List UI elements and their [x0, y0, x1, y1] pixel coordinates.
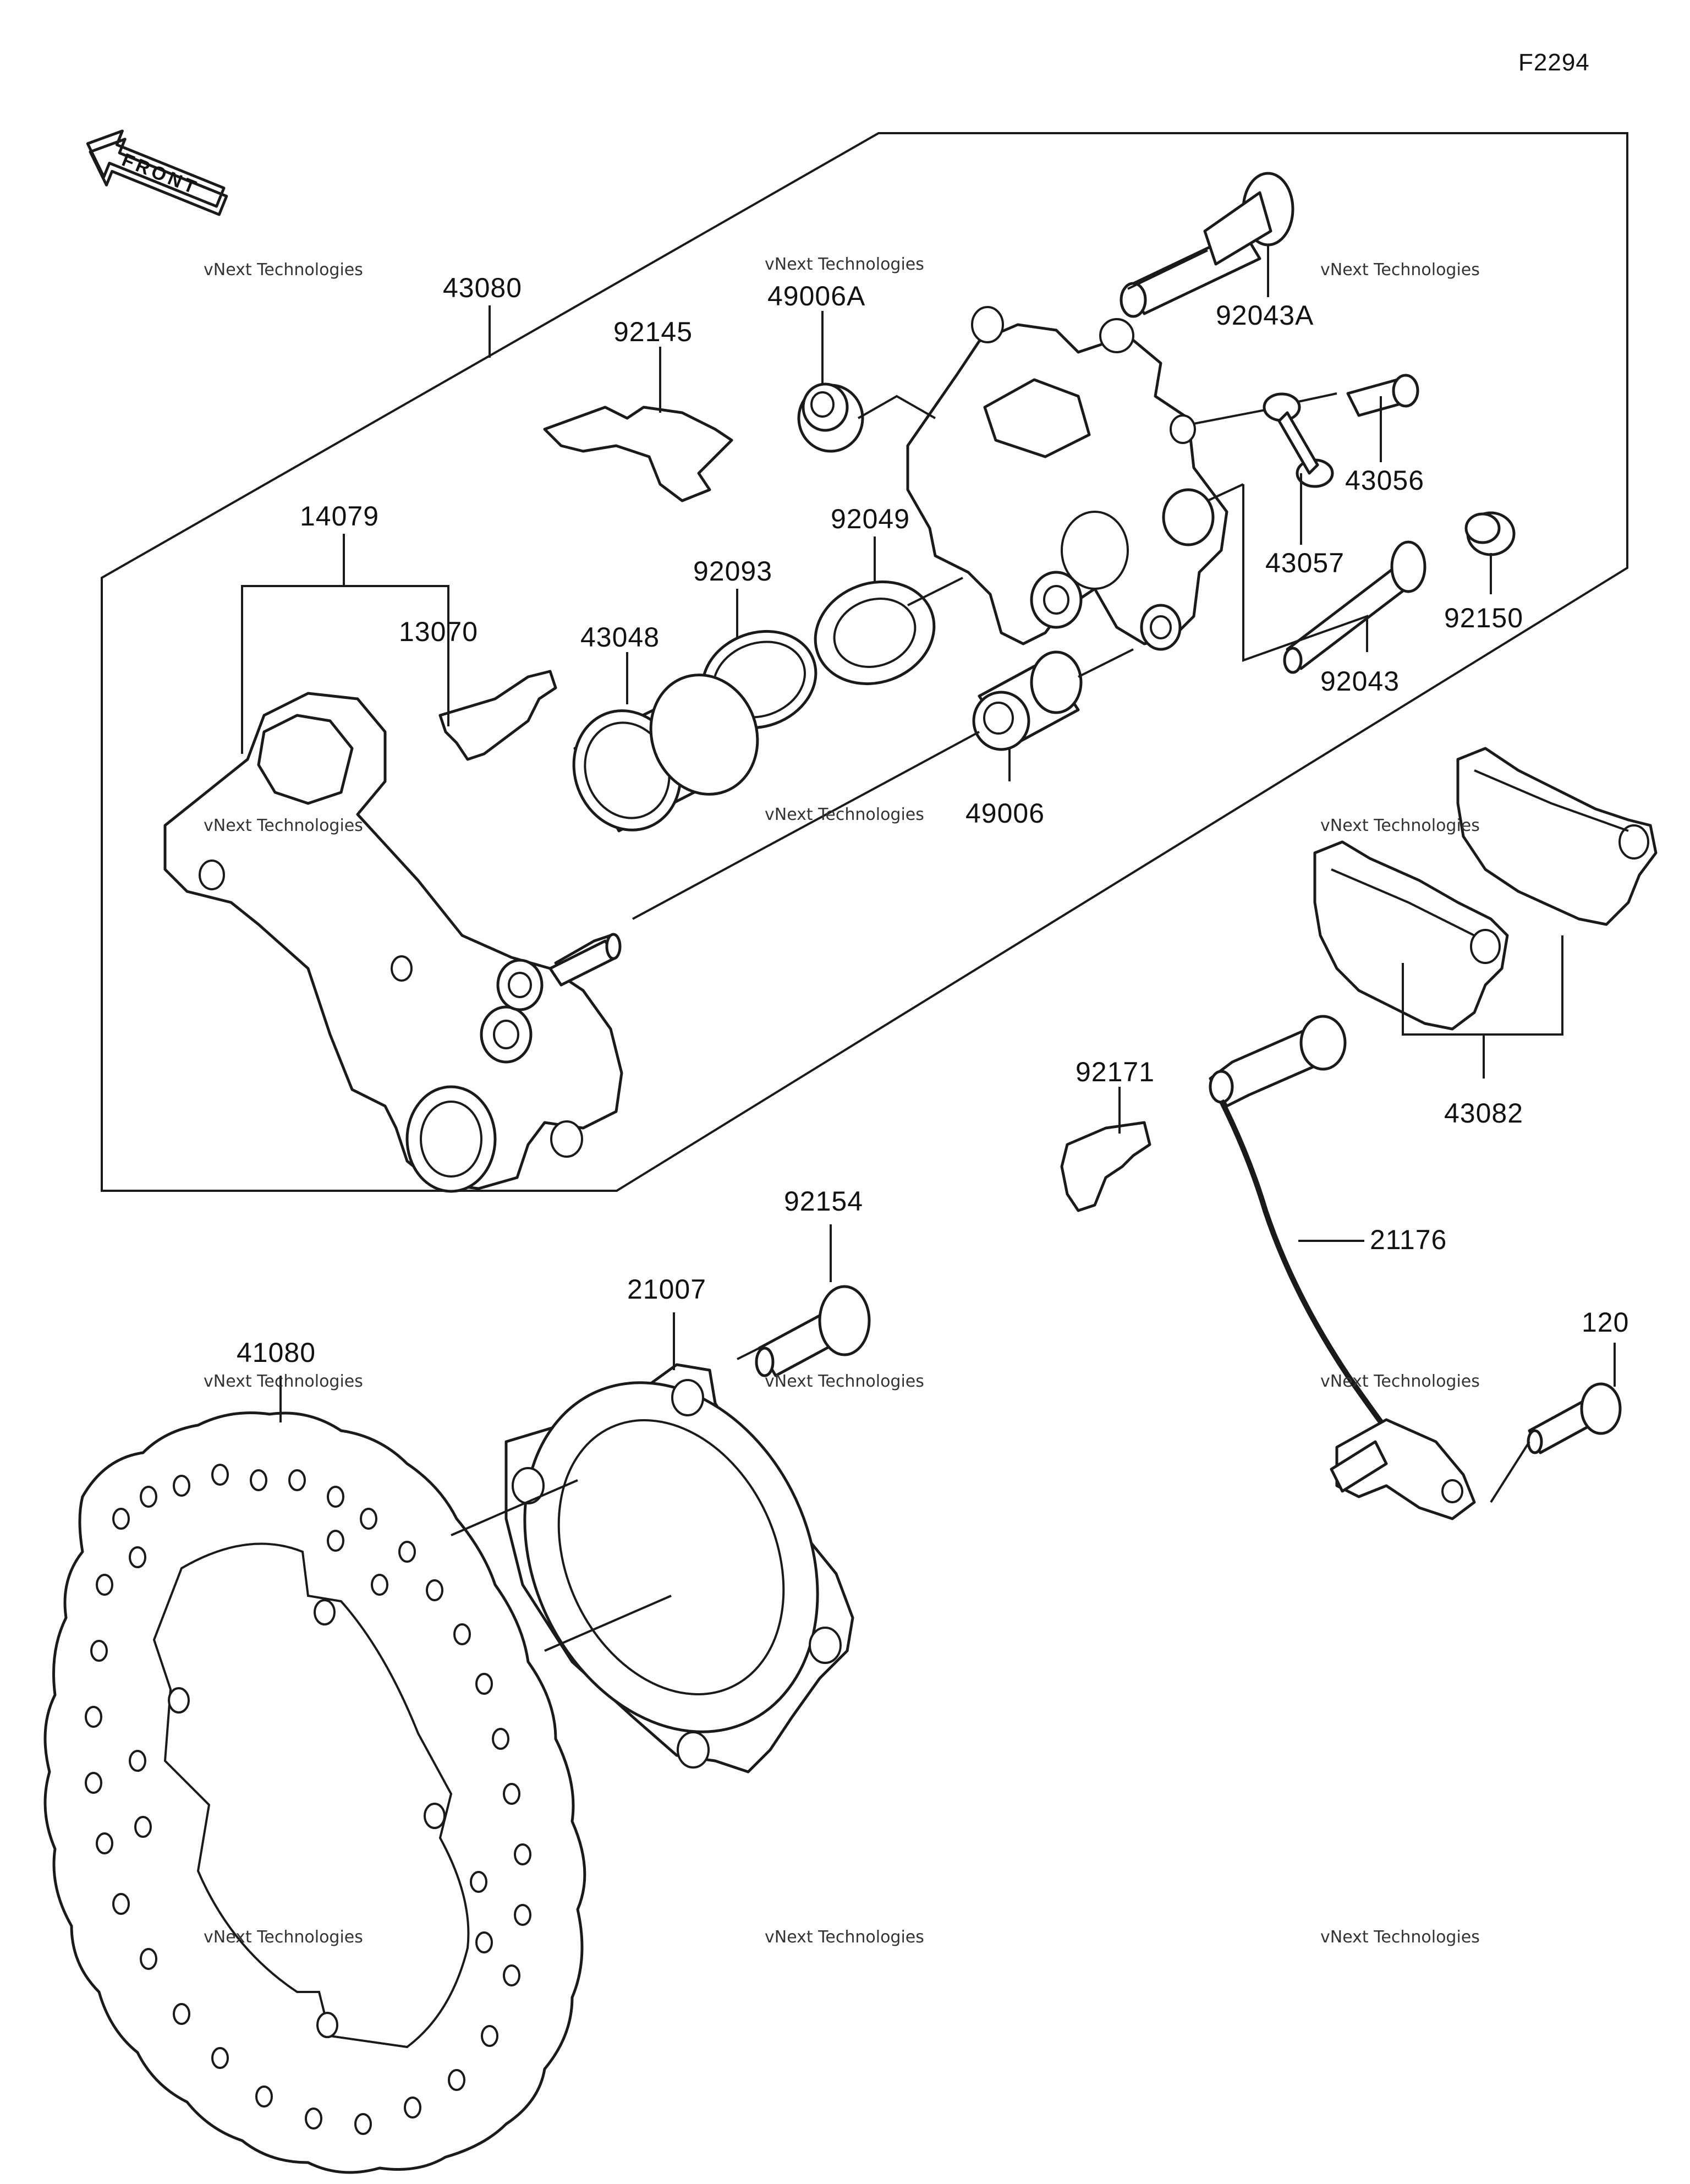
watermark-text: vNext Technologies — [765, 255, 924, 274]
pin-92043 — [1283, 540, 1426, 674]
disc-vent-holes — [85, 1464, 531, 2135]
boot-49006A — [797, 382, 864, 453]
watermark-text: vNext Technologies — [204, 260, 363, 280]
watermark-text: vNext Technologies — [204, 1928, 363, 1947]
abs-sensor-21176 — [1209, 1015, 1476, 1520]
clip-13070 — [438, 670, 557, 761]
label-41080[interactable]: 41080 — [237, 1337, 316, 1368]
watermark-text: vNext Technologies — [204, 816, 363, 835]
label-92154[interactable]: 92154 — [784, 1186, 863, 1217]
bracket-pin — [548, 933, 622, 987]
brake-disc-41080 — [43, 1411, 586, 2174]
label-43056[interactable]: 43056 — [1345, 465, 1424, 496]
watermark-text: vNext Technologies — [204, 1372, 363, 1391]
label-14079[interactable]: 14079 — [300, 501, 379, 532]
brake-pad-front — [1313, 840, 1509, 1031]
label-92049[interactable]: 92049 — [831, 503, 910, 534]
label-92043[interactable]: 92043 — [1320, 666, 1400, 697]
slide-pin-92043A — [1120, 172, 1294, 318]
spring-92145 — [543, 406, 733, 502]
bolt-92154 — [755, 1285, 871, 1377]
plug-92150 — [1464, 511, 1516, 556]
label-43080[interactable]: 43080 — [443, 272, 522, 303]
bolt-120 — [1527, 1382, 1622, 1454]
label-92150[interactable]: 92150 — [1444, 603, 1523, 633]
watermark-text: vNext Technologies — [765, 1928, 924, 1947]
label-92093[interactable]: 92093 — [693, 556, 772, 587]
bleed-valve-43056 — [1346, 374, 1419, 417]
label-120[interactable]: 120 — [1582, 1307, 1629, 1338]
leader-lines — [241, 245, 1616, 1652]
label-49006A[interactable]: 49006A — [767, 281, 865, 311]
label-21176[interactable]: 21176 — [1370, 1224, 1447, 1255]
front-arrow-icon: FRONT — [86, 129, 228, 216]
watermark-text: vNext Technologies — [1320, 1928, 1480, 1947]
label-43057[interactable]: 43057 — [1265, 548, 1345, 578]
figure-id: F2294 — [1518, 49, 1590, 76]
bleed-cap-43057 — [1263, 392, 1334, 488]
piston-43048 — [572, 674, 759, 833]
label-49006[interactable]: 49006 — [965, 798, 1045, 829]
label-92171[interactable]: 92171 — [1076, 1057, 1155, 1087]
caliper-bracket — [163, 692, 623, 1193]
seal-92049 — [814, 580, 936, 686]
label-92043A[interactable]: 92043A — [1216, 300, 1314, 331]
caliper-body — [906, 306, 1228, 651]
watermark-text: vNext Technologies — [765, 805, 924, 824]
label-21007[interactable]: 21007 — [627, 1274, 706, 1305]
part-labels: 43080 92145 49006A 92043A 43056 43057 92… — [237, 272, 1629, 1368]
label-43048[interactable]: 43048 — [580, 622, 660, 653]
watermark-text: vNext Technologies — [1320, 1372, 1480, 1391]
clip-92171 — [1060, 1121, 1151, 1212]
brake-pad-rear — [1456, 747, 1658, 926]
assembly-outline — [101, 132, 1628, 1192]
label-13070[interactable]: 13070 — [399, 616, 478, 647]
label-92145[interactable]: 92145 — [613, 316, 693, 347]
label-43082[interactable]: 43082 — [1444, 1098, 1523, 1129]
abs-rotor-21007 — [504, 1363, 854, 1774]
watermark-text: vNext Technologies — [1320, 260, 1480, 280]
boot-49006 — [972, 650, 1083, 751]
watermark-text: vNext Technologies — [765, 1372, 924, 1391]
watermarks: vNext Technologies vNext Technologies vN… — [204, 255, 1480, 1947]
watermark-text: vNext Technologies — [1320, 816, 1480, 835]
